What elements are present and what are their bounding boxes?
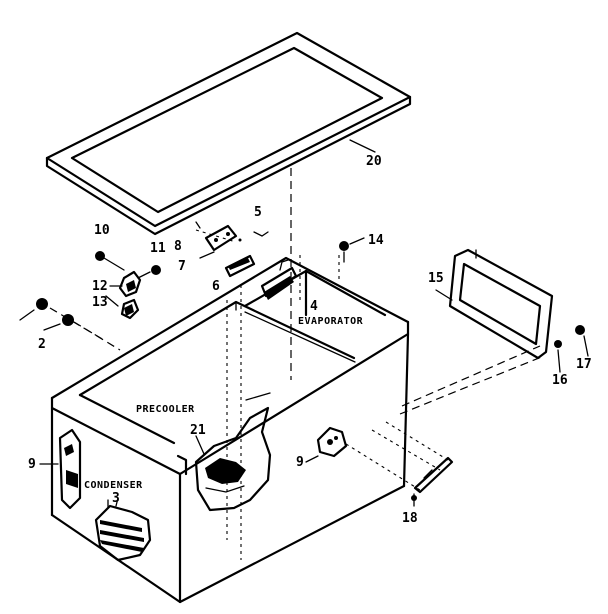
callout-8: 8 (174, 239, 182, 254)
side-bracket-right (316, 426, 348, 458)
callout-5: 5 (254, 205, 262, 220)
condenser-grill (94, 499, 152, 562)
lid-gasket (45, 31, 412, 236)
thermostat-knobs (95, 251, 161, 320)
callout-17: 17 (576, 357, 592, 372)
callout-11: 11 (150, 241, 166, 256)
callout-2: 2 (38, 337, 46, 352)
callout-9-left: 9 (28, 457, 36, 472)
callout-10: 10 (94, 223, 110, 238)
precooler-cutout (194, 406, 272, 512)
callout-15: 15 (428, 271, 444, 286)
evaporator-plate (260, 259, 298, 300)
leader-lines (39, 289, 453, 507)
hinge-assembly (195, 221, 269, 278)
screws-left (19, 298, 121, 351)
callout-16: 16 (552, 373, 568, 388)
callout-4: 4 (310, 299, 318, 314)
callout-12: 12 (92, 279, 108, 294)
label-evaporator: EVAPORATOR (298, 316, 364, 327)
callout-3: 3 (112, 491, 120, 506)
callout-9-right: 9 (296, 455, 304, 470)
screws-right (554, 325, 589, 373)
callout-6: 6 (212, 279, 220, 294)
hinge-bracket-left (58, 428, 82, 510)
screw-top (339, 237, 365, 263)
callout-14: 14 (368, 233, 384, 248)
label-condenser: CONDENSER (84, 480, 143, 491)
hinge-rail (345, 421, 454, 507)
label-precooler: PRECOOLER (136, 404, 195, 415)
cabinet-body (50, 256, 410, 604)
callout-21: 21 (190, 423, 206, 438)
callout-7: 7 (178, 259, 186, 274)
callout-13: 13 (92, 295, 108, 310)
access-panel (399, 248, 554, 415)
callout-18: 18 (402, 511, 418, 526)
callout-20: 20 (366, 154, 382, 169)
